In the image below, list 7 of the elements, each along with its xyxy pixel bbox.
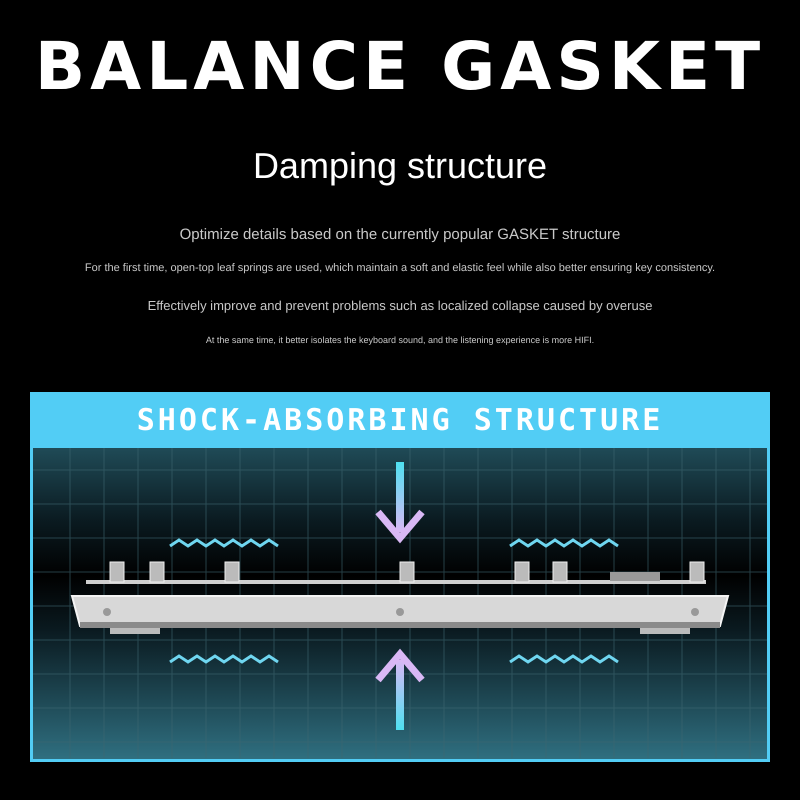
- description-text: Optimize details based on the currently popular GASKET structure: [178, 226, 622, 243]
- description-text: Effectively improve and prevent problems such as localized collapse caused by overuse: [146, 298, 654, 313]
- description-text: At the same time, it better isolates the keyboard sound, and the listening experience is more HIFI.: [204, 335, 596, 345]
- section-banner: SHOCK-ABSORBING STRUCTURE: [30, 392, 770, 448]
- title: BALANCE GASKET: [34, 28, 766, 105]
- subtitle: Damping structure: [252, 145, 548, 187]
- description-text: For the first time, open-top leaf springs are used, which maintain a soft and elastic feel while also better ensuring key consistency.: [84, 262, 716, 274]
